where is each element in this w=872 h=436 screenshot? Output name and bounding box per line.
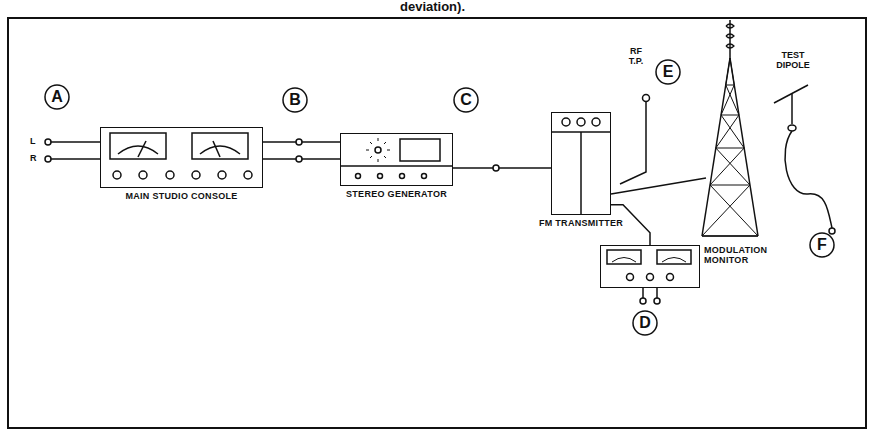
transmitter-box: FM TRANSMITTER — [551, 112, 611, 215]
test-dipole — [774, 85, 835, 234]
callout-letter: D — [632, 310, 658, 336]
callout-letter: E — [655, 59, 681, 85]
callout-letter: B — [282, 87, 308, 113]
console-box: MAIN STUDIO CONSOLE — [100, 127, 263, 188]
unit-label: MAIN STUDIO CONSOLE — [125, 191, 237, 201]
rf-test-point — [620, 95, 650, 185]
transmitter-details — [551, 118, 611, 215]
label-text: R — [30, 153, 37, 163]
label-text: L — [30, 136, 36, 146]
input-terminals — [45, 139, 100, 162]
monitor-details — [607, 250, 691, 304]
test-point — [296, 156, 302, 162]
callout-letter: E — [655, 59, 681, 85]
console-details — [110, 133, 252, 179]
callout-letter: C — [453, 87, 479, 113]
unit-label: MODULATION MONITOR — [704, 245, 778, 266]
stereo-generator-details — [340, 138, 453, 179]
unit-label: STEREO GENERATOR — [346, 189, 447, 199]
callout-letter: F — [809, 232, 835, 258]
feedline — [611, 178, 706, 194]
callout-letter: F — [809, 232, 835, 258]
callout-letter: C — [453, 87, 479, 113]
stereo-generator-box: STEREO GENERATOR — [340, 133, 453, 186]
monitor-box: MODULATION MONITOR — [600, 245, 700, 288]
signal-wire — [453, 167, 551, 169]
callout-letter: D — [632, 310, 658, 336]
frame-border — [8, 18, 866, 428]
antenna-tower — [702, 20, 758, 236]
label-text: RF T.P. — [622, 46, 650, 67]
test-point — [296, 139, 302, 145]
callout-letter: A — [44, 84, 70, 110]
callout-letter: A — [44, 84, 70, 110]
label-text: TEST DIPOLE — [770, 50, 816, 71]
label-text: deviation). — [400, 0, 465, 15]
callout-letter: B — [282, 87, 308, 113]
test-point — [493, 165, 499, 171]
unit-label: FM TRANSMITTER — [539, 218, 623, 228]
